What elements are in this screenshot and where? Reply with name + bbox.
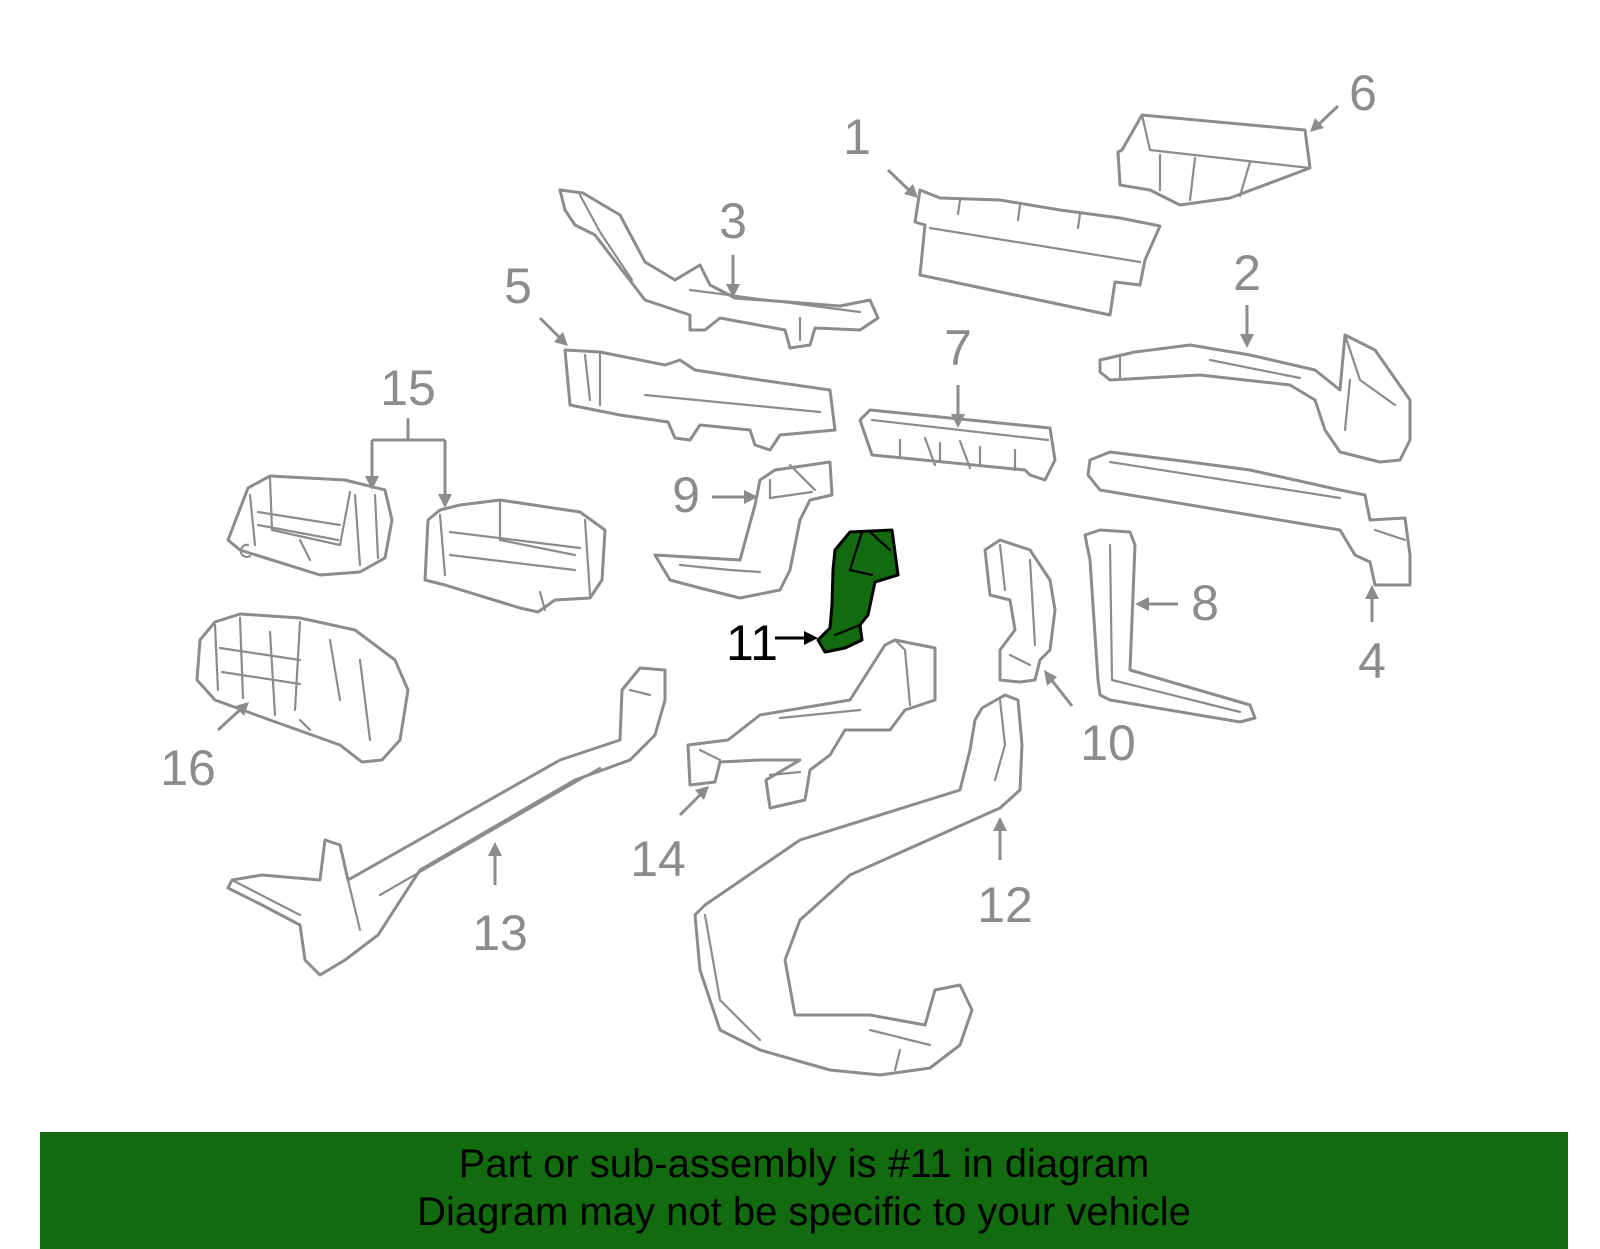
callout-7: 7 — [944, 320, 972, 376]
part-4[interactable] — [1086, 450, 1412, 587]
part-16-vent[interactable] — [195, 612, 410, 764]
part-11[interactable] — [816, 528, 900, 654]
leader-11 — [775, 631, 818, 645]
part-15-left-vent[interactable] — [226, 474, 394, 577]
callout-4: 4 — [1358, 633, 1386, 689]
callout-6: 6 — [1349, 65, 1377, 121]
leader-lines — [216, 104, 1379, 885]
part-1[interactable] — [913, 188, 1162, 317]
callout-11: 11 — [726, 615, 778, 671]
part-12[interactable] — [693, 693, 1024, 1077]
part-2[interactable] — [1098, 333, 1412, 464]
callout-15: 15 — [380, 360, 436, 416]
parts-diagram: 1 2 3 4 5 6 7 8 9 10 11 12 13 14 15 16 — [160, 65, 1412, 1077]
info-banner: Part or sub-assembly is #11 in diagram D… — [40, 1132, 1568, 1249]
callout-8: 8 — [1191, 575, 1219, 631]
part-13[interactable] — [226, 666, 667, 977]
callout-3: 3 — [719, 193, 747, 249]
callout-5: 5 — [504, 258, 532, 314]
banner-line-1: Part or sub-assembly is #11 in diagram — [458, 1142, 1150, 1186]
part-14[interactable] — [686, 638, 937, 810]
part-15-right-vent[interactable] — [423, 498, 607, 614]
part-8[interactable] — [1083, 528, 1257, 724]
part-6[interactable] — [1116, 113, 1312, 207]
banner-line-2: Diagram may not be specific to your vehi… — [417, 1190, 1191, 1234]
part-3[interactable] — [558, 188, 880, 350]
part-5[interactable] — [563, 348, 837, 452]
callout-10: 10 — [1080, 715, 1136, 771]
callout-12: 12 — [977, 877, 1033, 933]
callout-2: 2 — [1233, 245, 1261, 301]
callout-14: 14 — [630, 831, 686, 887]
callout-16: 16 — [160, 740, 216, 796]
callout-1: 1 — [843, 109, 871, 165]
part-7[interactable] — [858, 408, 1057, 482]
callout-9: 9 — [672, 467, 700, 523]
callout-13: 13 — [472, 905, 528, 961]
part-10[interactable] — [983, 538, 1057, 684]
